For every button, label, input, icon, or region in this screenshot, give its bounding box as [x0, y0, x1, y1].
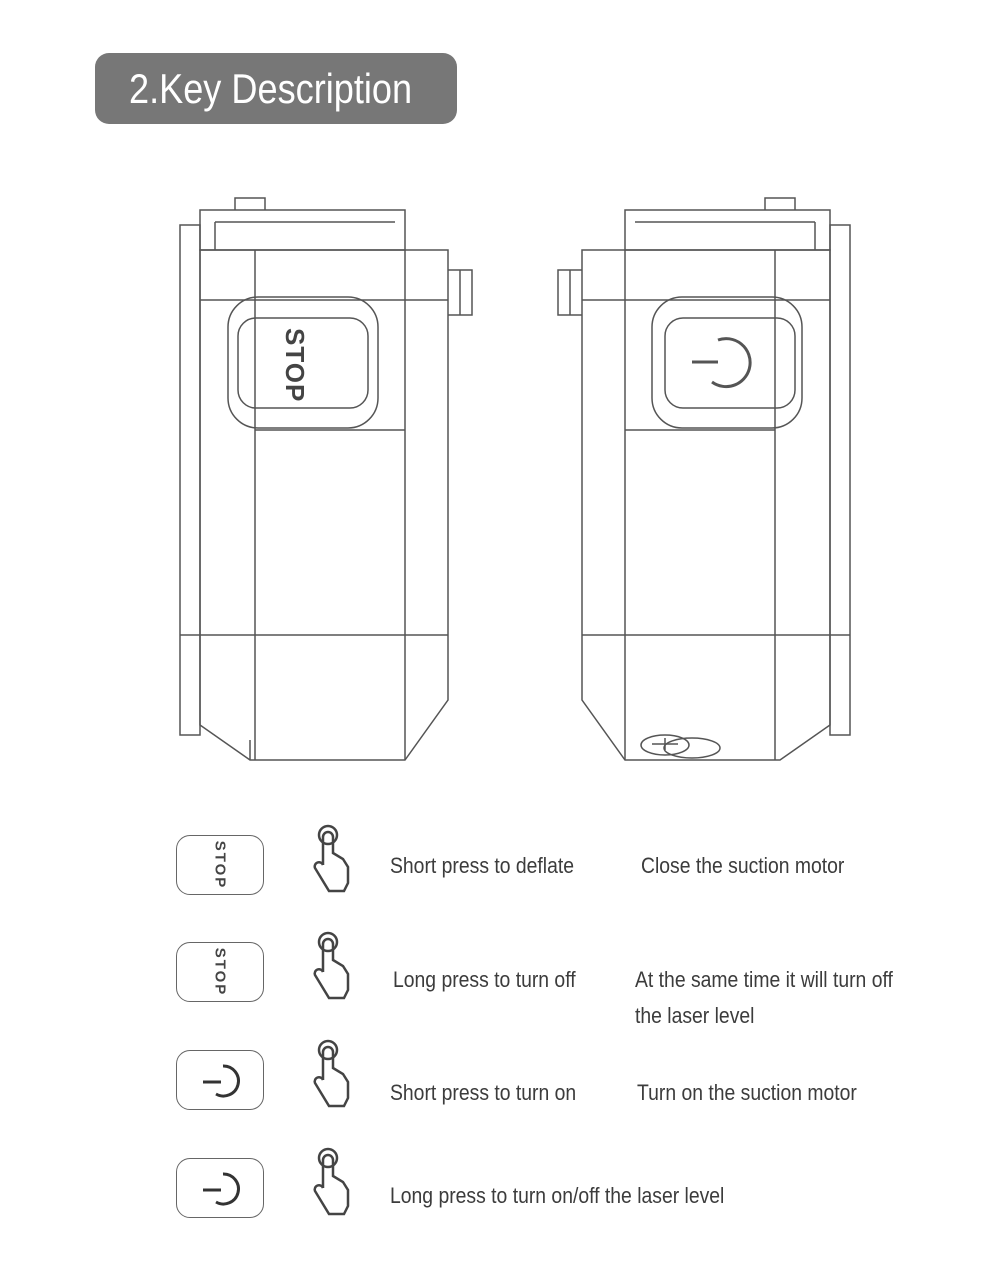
device-right-body	[557, 197, 851, 761]
key-label: STOP	[211, 840, 229, 890]
section-header: 2.Key Description	[95, 53, 457, 124]
power-button[interactable]	[651, 296, 803, 429]
stop-key-icon: STOP	[176, 835, 264, 895]
press-hand-icon	[313, 1039, 350, 1108]
key-row: Short press to turn on Turn on the sucti…	[0, 1039, 1000, 1128]
key-row: STOP Long press to turn off At the same …	[0, 931, 1000, 1028]
key-result-line2: the laser level	[635, 1003, 755, 1028]
section-title: 2.Key Description	[129, 65, 413, 112]
key-label: STOP	[211, 947, 229, 997]
stop-button[interactable]	[227, 296, 379, 429]
screw-icon	[640, 734, 721, 759]
power-key-icon	[176, 1050, 264, 1110]
key-action: Short press to deflate	[390, 853, 575, 878]
device-left-body	[179, 197, 473, 761]
device-illustrations: STOP	[179, 197, 851, 761]
key-result: Close the suction motor	[641, 853, 845, 878]
key-result: At the same time it will turn off	[635, 967, 893, 992]
key-action: Long press to turn on/off the laser leve…	[390, 1183, 725, 1208]
stop-key-icon: STOP	[176, 942, 264, 1002]
key-row: STOP Short press to deflate Close the su…	[0, 824, 1000, 913]
press-hand-icon	[313, 931, 350, 1000]
key-action: Long press to turn off	[393, 967, 576, 992]
key-row: Long press to turn on/off the laser leve…	[0, 1147, 1000, 1236]
press-hand-icon	[313, 824, 350, 893]
stop-button-label: STOP	[280, 328, 310, 402]
key-action: Short press to turn on	[390, 1080, 577, 1105]
press-hand-icon	[313, 1147, 350, 1216]
key-result: Turn on the suction motor	[637, 1080, 857, 1105]
power-key-icon	[176, 1158, 264, 1218]
